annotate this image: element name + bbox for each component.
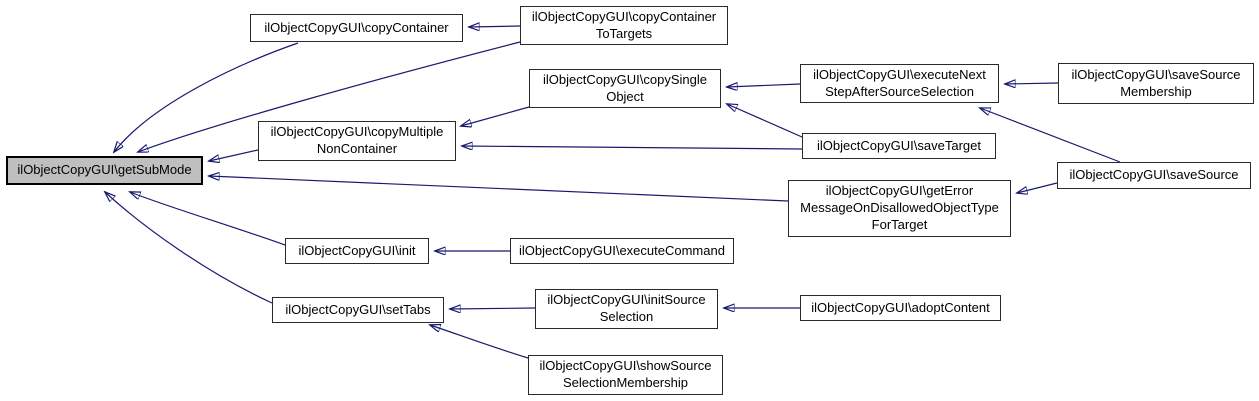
edge-copyContainerToTargets-getSubMode (138, 41, 521, 152)
edge-copyMultipleNonContainer-getSubMode (209, 149, 259, 161)
edge-executeNextStepAfterSourceSelection-copySingleObject (727, 84, 801, 87)
node-copySingleObject[interactable]: ilObjectCopyGUI\copySingle Object (529, 69, 721, 108)
node-getErrorMessageOnDisallowedObjectTypeForTarget[interactable]: ilObjectCopyGUI\getError MessageOnDisall… (788, 180, 1011, 237)
node-executeNextStepAfterSourceSelection[interactable]: ilObjectCopyGUI\executeNext StepAfterSou… (800, 64, 999, 103)
node-init[interactable]: ilObjectCopyGUI\init (285, 238, 429, 264)
node-copyContainer[interactable]: ilObjectCopyGUI\copyContainer (250, 14, 463, 42)
node-saveTarget[interactable]: ilObjectCopyGUI\saveTarget (802, 133, 996, 159)
node-setTabs[interactable]: ilObjectCopyGUI\setTabs (272, 297, 444, 323)
edge-saveTarget-copyMultipleNonContainer (462, 146, 803, 149)
node-executeCommand[interactable]: ilObjectCopyGUI\executeCommand (510, 238, 734, 264)
edge-getErrorMessageOnDisallowedObjectTypeForTarget-getSubMode (209, 176, 789, 202)
node-copyMultipleNonContainer[interactable]: ilObjectCopyGUI\copyMultiple NonContaine… (258, 121, 456, 161)
node-saveSourceMembership[interactable]: ilObjectCopyGUI\saveSource Membership (1058, 63, 1254, 104)
edge-copyContainer-getSubMode (114, 42, 299, 152)
edge-saveSourceMembership-executeNextStepAfterSourceSelection (1005, 83, 1059, 84)
node-initSourceSelection[interactable]: ilObjectCopyGUI\initSource Selection (535, 289, 718, 329)
edge-copySingleObject-copyMultipleNonContainer (461, 106, 530, 126)
edge-copyContainerToTargets-copyContainer (469, 26, 521, 27)
edge-init-getSubMode (130, 192, 286, 246)
node-showSourceSelectionMembership[interactable]: ilObjectCopyGUI\showSource SelectionMemb… (528, 355, 723, 395)
edge-saveTarget-copySingleObject (727, 104, 803, 138)
node-getSubMode: ilObjectCopyGUI\getSubMode (6, 156, 203, 185)
edge-saveSource-executeNextStepAfterSourceSelection (980, 108, 1121, 163)
edge-initSourceSelection-setTabs (450, 308, 536, 309)
node-adoptContent[interactable]: ilObjectCopyGUI\adoptContent (800, 295, 1001, 321)
node-copyContainerToTargets[interactable]: ilObjectCopyGUI\copyContainer ToTargets (520, 6, 728, 45)
edge-showSourceSelectionMembership-setTabs (430, 325, 529, 359)
edge-setTabs-getSubMode (105, 192, 273, 304)
edge-saveSource-getErrorMessageOnDisallowedObjectTypeForTarget (1017, 182, 1058, 193)
node-saveSource[interactable]: ilObjectCopyGUI\saveSource (1057, 162, 1251, 189)
